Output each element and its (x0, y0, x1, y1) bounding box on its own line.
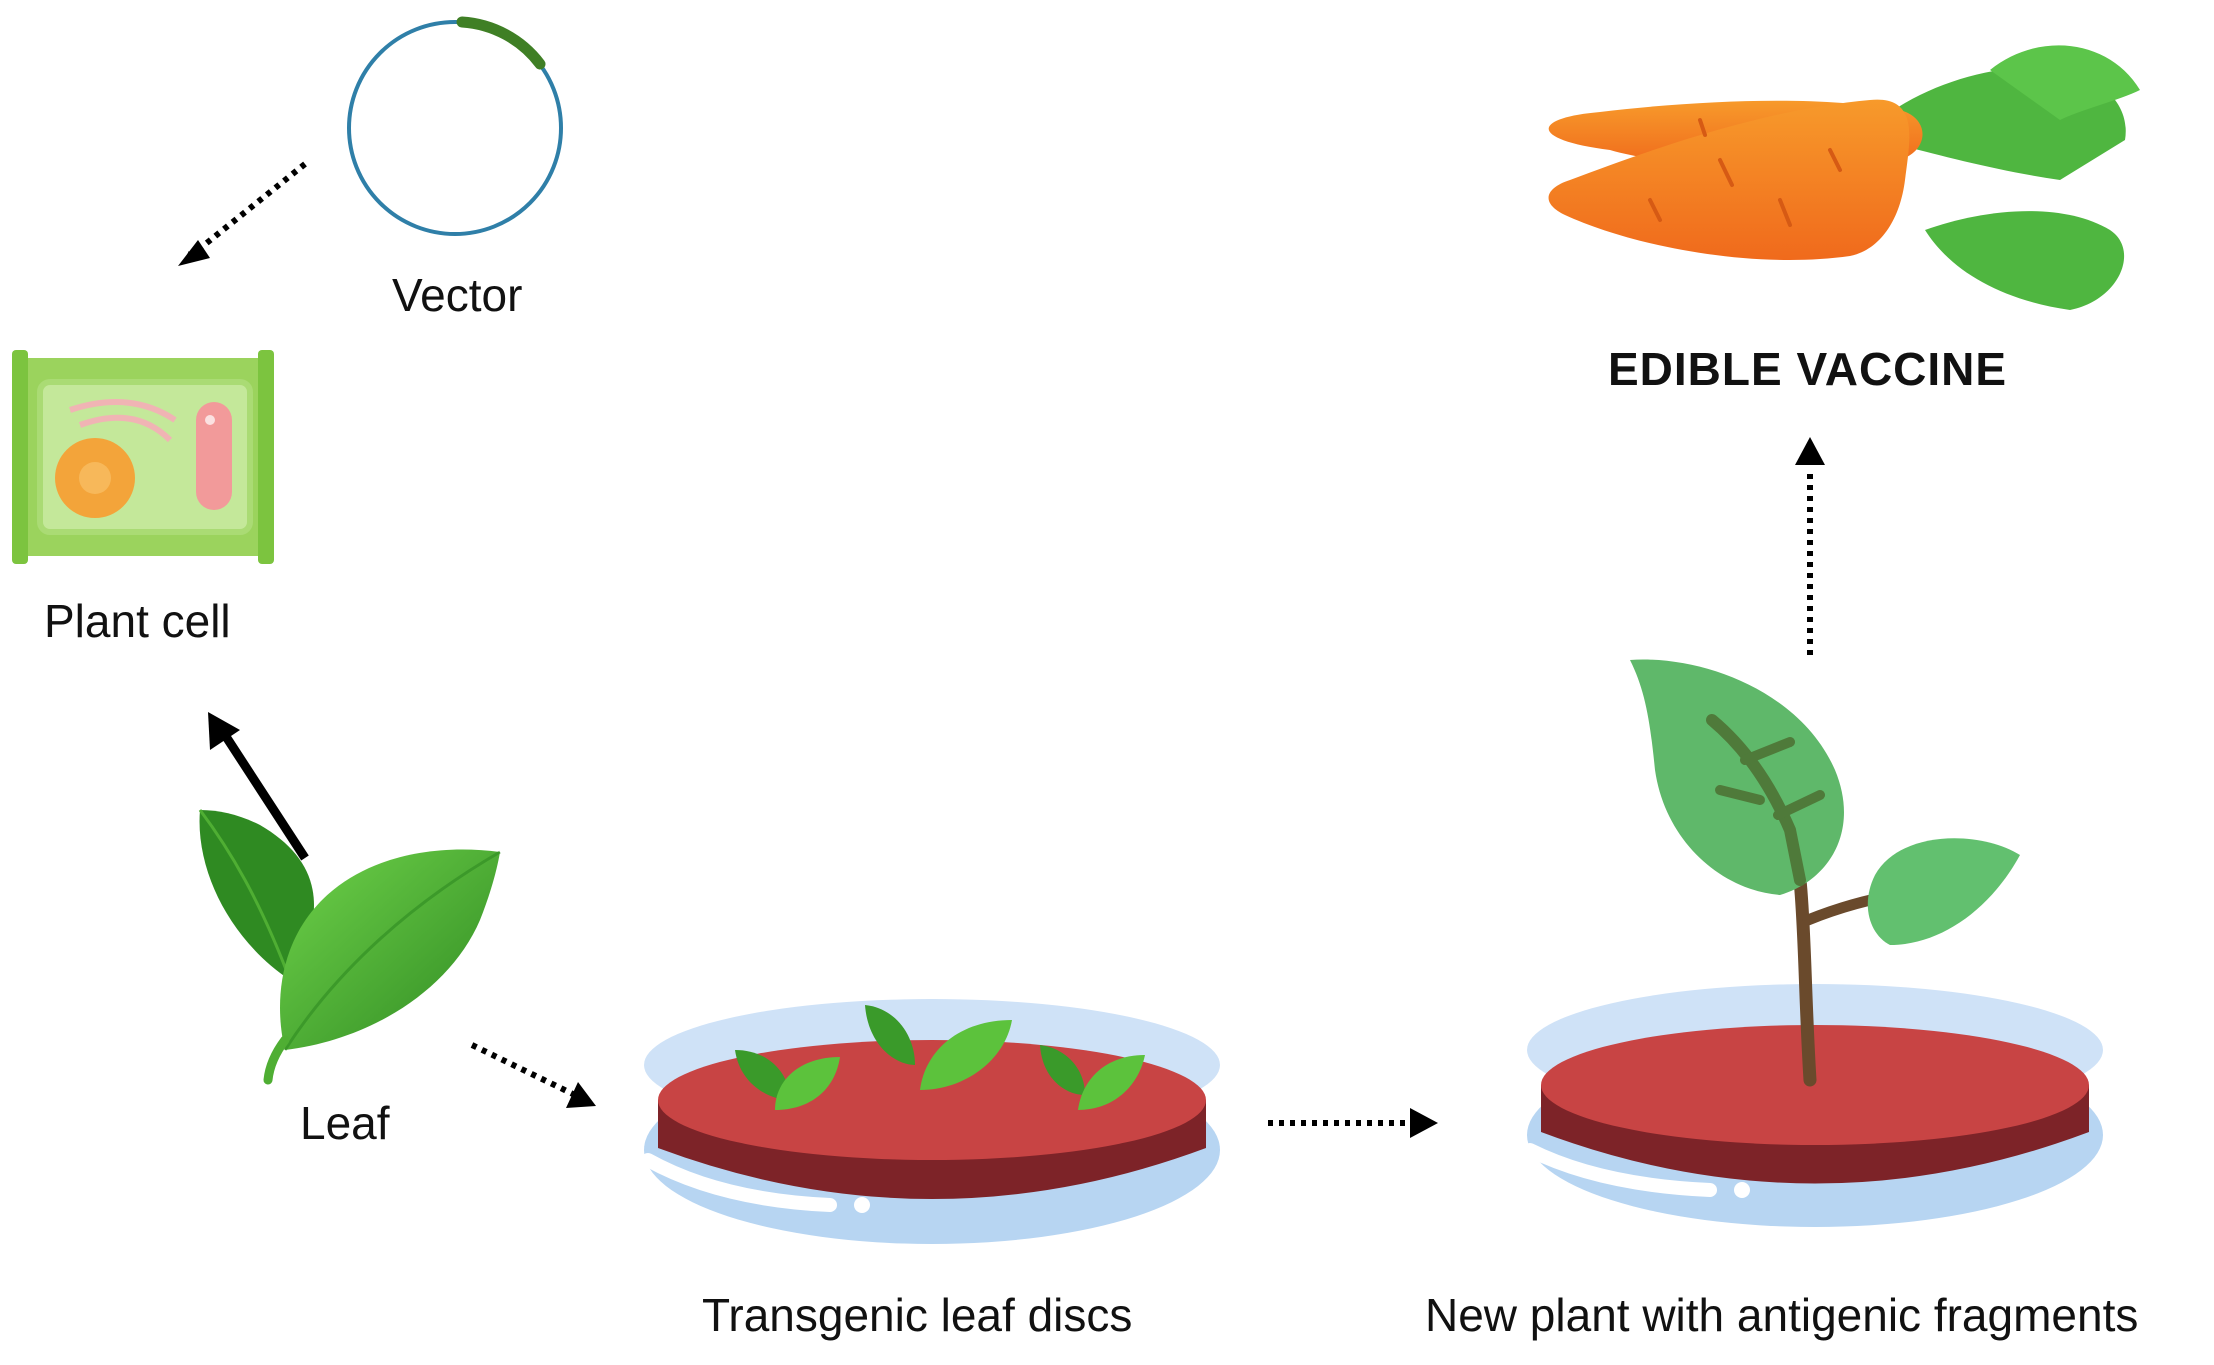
carrot-icon (1548, 45, 2140, 310)
arrow-leaf-to-dish (470, 1042, 577, 1098)
edible-vaccine-label: EDIBLE VACCINE (1608, 343, 2008, 395)
vector-label: Vector (392, 269, 523, 321)
sprout-icon (1630, 659, 2020, 1087)
petri-dish-icon (641, 999, 1220, 1244)
leaf-icon (198, 809, 501, 1085)
petri-dish-2-icon (1523, 984, 2103, 1227)
plant-cell-label: Plant cell (44, 595, 231, 647)
vector-plasmid-icon (347, 16, 563, 236)
arrow-vector-to-cell (184, 161, 307, 262)
transgenic-leaf-discs-label: Transgenic leaf discs (702, 1289, 1133, 1341)
plant-cell-icon (12, 350, 274, 564)
arrow-leaf-to-cell (221, 732, 309, 861)
leaf-label: Leaf (300, 1097, 390, 1149)
new-plant-label: New plant with antigenic fragments (1425, 1289, 2139, 1341)
